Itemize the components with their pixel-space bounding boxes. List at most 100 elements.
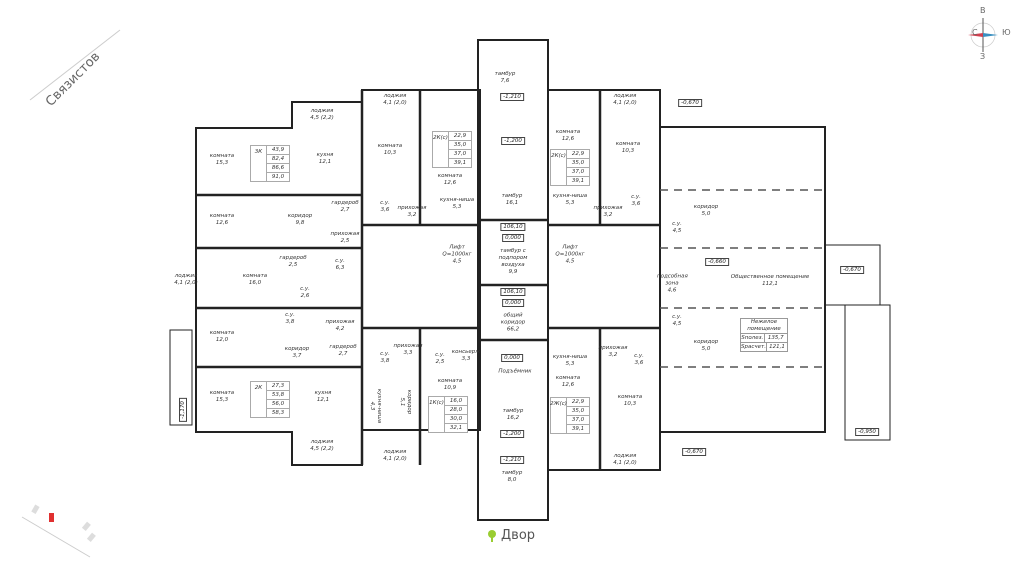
yard-text: Двор <box>501 528 536 543</box>
level-mark: 0,000 <box>502 299 524 307</box>
level-mark: 106,10 <box>500 223 526 231</box>
level-mark: -1,200 <box>500 430 524 438</box>
level-mark: -1,170 <box>179 398 187 422</box>
room-label: с.у.2,6 <box>300 286 310 299</box>
level-mark: -0,670 <box>682 448 706 456</box>
right-wing-walls <box>547 89 661 471</box>
room-label: с.у.3,6 <box>380 200 390 213</box>
level-mark: 106,10 <box>500 288 526 296</box>
room-label: Подъёмник <box>498 368 532 375</box>
building-marker <box>49 513 54 522</box>
compass-west: З <box>980 52 986 61</box>
level-mark: -1,200 <box>501 137 525 145</box>
interior-walls <box>196 90 660 470</box>
room-label: с.у.3,6 <box>634 353 644 366</box>
compass-east: В <box>980 6 986 15</box>
left-stairs <box>169 329 193 426</box>
compass-icon <box>968 18 998 52</box>
ramp-lower <box>844 304 891 441</box>
room-label: с.у.4,5 <box>672 314 682 327</box>
left-wing-walls <box>195 89 481 466</box>
site-markers <box>31 504 96 542</box>
ramp <box>824 244 881 306</box>
level-mark: -1,210 <box>500 456 524 464</box>
room-label: с.у.4,5 <box>672 221 682 234</box>
room-label: с.у.3,8 <box>285 312 295 325</box>
street-line <box>29 29 121 101</box>
tree-icon <box>488 530 496 542</box>
central-core-walls <box>477 39 549 521</box>
level-mark: 0,000 <box>501 354 523 362</box>
nonresidential-summary: Нежилое помещение Sполез.135,7 Sрасчет.1… <box>740 318 788 352</box>
level-mark: 0,000 <box>502 234 524 242</box>
room-label: с.у.3,8 <box>380 351 390 364</box>
room-label: с.у.2,5 <box>435 352 445 365</box>
room-label: с.у.3,6 <box>631 194 641 207</box>
room-label: с.у.6,3 <box>335 258 345 271</box>
compass-south: Ю <box>1002 28 1011 37</box>
yard-line <box>21 516 91 558</box>
level-mark: -0,670 <box>840 266 864 274</box>
level-mark: -0,670 <box>678 99 702 107</box>
level-mark: -1,210 <box>500 93 524 101</box>
level-mark: -0,660 <box>705 258 729 266</box>
level-mark: -0,950 <box>855 428 879 436</box>
yard-label: Двор <box>487 528 535 543</box>
compass-north: С <box>972 28 978 37</box>
